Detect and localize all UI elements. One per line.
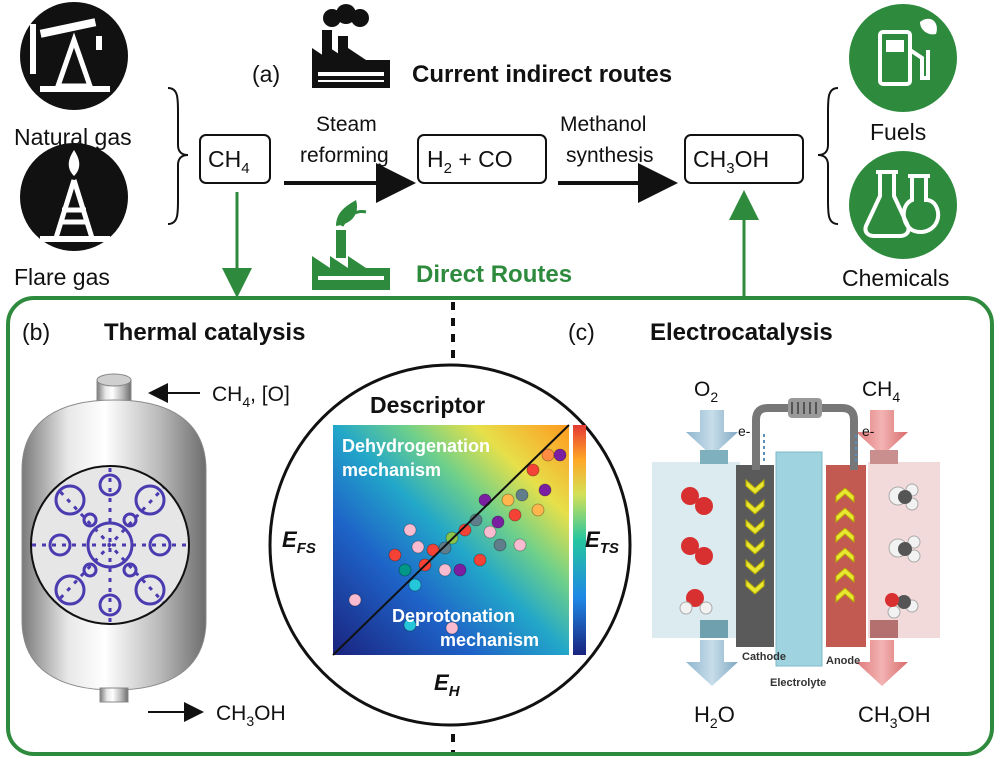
scatter-point xyxy=(403,618,417,632)
ch3oh-product-label: CH3OH xyxy=(858,702,931,731)
scatter-point xyxy=(473,553,487,567)
colorbar xyxy=(573,425,586,655)
panel-b-label: (b) xyxy=(22,319,50,345)
descriptor-title: Descriptor xyxy=(370,392,485,418)
scatter-point xyxy=(458,523,472,537)
scatter-point xyxy=(501,493,515,507)
flare-gas-label: Flare gas xyxy=(14,264,110,290)
deprotonation-label-2: mechanism xyxy=(440,630,539,650)
reactor-outlet-label: CH3OH xyxy=(216,702,286,729)
ch4-feed-label: CH4 xyxy=(862,378,900,405)
deprotonation-label-1: Deprotonation xyxy=(392,606,515,626)
scatter-point xyxy=(411,540,425,554)
scatter-point xyxy=(531,503,545,517)
descriptor-scatter xyxy=(348,448,567,635)
scatter-point xyxy=(388,548,402,562)
scatter-point xyxy=(398,563,412,577)
electron-right-label: e- xyxy=(862,423,875,439)
methanol-label: Methanol xyxy=(560,113,646,136)
electron-left-label: e- xyxy=(738,423,751,439)
reforming-label: reforming xyxy=(300,144,389,167)
scatter-point xyxy=(478,493,492,507)
oil-pump-icon xyxy=(20,2,128,110)
scatter-point xyxy=(453,563,467,577)
electrolyte-label: Electrolyte xyxy=(770,677,826,689)
ch3oh-box-label: CH3OH xyxy=(693,146,769,177)
scatter-point xyxy=(426,543,440,557)
electrocatalysis-title: Electrocatalysis xyxy=(650,319,833,346)
direct-routes-frame xyxy=(6,296,994,756)
colorbar-label: ETS xyxy=(585,527,619,557)
cathode-label: Cathode xyxy=(742,651,786,663)
scatter-point xyxy=(445,621,459,635)
scatter-point xyxy=(438,563,452,577)
panel-a-label: (a) xyxy=(252,61,280,87)
scatter-point xyxy=(469,513,483,527)
thermal-catalysis-title: Thermal catalysis xyxy=(104,319,305,346)
h2o-label: H2O xyxy=(694,702,735,731)
scatter-point xyxy=(553,448,567,462)
electrochemical-cell xyxy=(652,398,940,686)
scatter-point xyxy=(403,523,417,537)
synthesis-label: synthesis xyxy=(566,144,654,167)
dehydrogenation-label-2: mechanism xyxy=(342,460,441,480)
anode-label: Anode xyxy=(826,655,860,667)
zeolite-framework xyxy=(30,465,190,625)
scatter-point xyxy=(508,508,522,522)
chemicals-label: Chemicals xyxy=(842,265,949,291)
scatter-point xyxy=(438,541,452,555)
scatter-point xyxy=(491,515,505,529)
reactor-inlet-label: CH4, [O] xyxy=(212,383,290,410)
scatter-point xyxy=(408,578,422,592)
scatter-point xyxy=(483,525,497,539)
dehydrogenation-label-1: Dehydrogenation xyxy=(342,436,490,456)
scatter-point xyxy=(493,538,507,552)
steam-label: Steam xyxy=(316,113,377,136)
flask-icon xyxy=(849,151,957,259)
mechanism-boundary-line xyxy=(332,424,570,656)
syngas-box-label: H2 + CO xyxy=(427,146,513,177)
scatter-point xyxy=(526,463,540,477)
panel-c-label: (c) xyxy=(568,319,595,345)
current-routes-title: Current indirect routes xyxy=(412,61,672,88)
y-axis-label: EFS xyxy=(282,527,316,557)
scatter-point xyxy=(513,538,527,552)
direct-routes-title: Direct Routes xyxy=(416,261,572,288)
ch4-box-label: CH4 xyxy=(208,146,250,177)
syngas-box xyxy=(417,134,547,184)
x-axis-label: EH xyxy=(434,670,461,700)
scatter-point xyxy=(348,593,362,607)
ch3oh-box xyxy=(684,134,804,184)
fuels-label: Fuels xyxy=(870,119,926,145)
gas-flare-icon xyxy=(20,143,128,251)
right-brace xyxy=(817,87,839,225)
scatter-point xyxy=(515,488,529,502)
factory-smoke-icon xyxy=(312,4,390,88)
ch4-box xyxy=(199,134,271,184)
fuel-pump-icon xyxy=(849,4,957,112)
o2-label: O2 xyxy=(694,378,718,405)
green-factory-icon xyxy=(312,200,390,290)
scatter-point xyxy=(538,483,552,497)
left-brace xyxy=(167,87,189,225)
